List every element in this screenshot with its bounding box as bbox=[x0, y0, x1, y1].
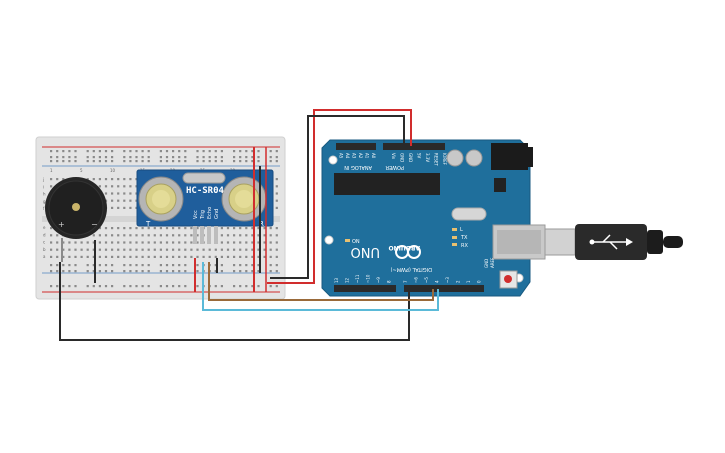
sensor-model-label: HC-SR04 bbox=[186, 186, 225, 196]
arduino-uno-board[interactable]: TX RX L ON ARDUINO UNO DIGITAL (PWM~) PO… bbox=[321, 139, 546, 297]
power-pin-label: IOREF bbox=[442, 153, 447, 166]
digital-pin-label: ~6 bbox=[414, 277, 419, 283]
digital-pin-labels: 13 12 ~11 ~10 ~9 8 7 ~6 ~5 4 ~3 2 1 0 bbox=[334, 274, 482, 283]
analog-label: ANALOG IN bbox=[344, 164, 372, 170]
row-letter: e bbox=[43, 225, 46, 230]
power-pin-label: 3.3V bbox=[425, 153, 430, 162]
row-letter: g bbox=[43, 199, 46, 204]
power-pin-label: GND bbox=[400, 153, 405, 162]
on-label: ON bbox=[352, 239, 360, 245]
row-letter: j bbox=[42, 177, 44, 182]
sensor-pin-gnd: Gnd bbox=[214, 209, 220, 219]
analog-pin-label: A4 bbox=[345, 153, 350, 159]
power-pin-label: GND bbox=[408, 153, 413, 162]
column-number: 10 bbox=[110, 168, 116, 173]
sensor-pin-header[interactable] bbox=[193, 226, 218, 244]
power-pin-label: Vin bbox=[391, 153, 396, 160]
usb-icon bbox=[589, 234, 633, 250]
rx-label: RX bbox=[461, 243, 468, 249]
row-letter: h bbox=[43, 192, 46, 197]
column-number: 1 bbox=[50, 168, 53, 173]
analog-pin-label: A1 bbox=[365, 153, 370, 159]
digital-pin-label: ~10 bbox=[366, 274, 371, 283]
digital-pin-label: ~9 bbox=[376, 277, 381, 283]
wire-gnd-top bbox=[270, 115, 405, 279]
dc-power-jack[interactable] bbox=[491, 143, 528, 170]
row-letter: d bbox=[43, 232, 46, 237]
row-letter: f bbox=[43, 206, 45, 211]
wire-echo bbox=[202, 262, 439, 311]
row-letter: b bbox=[43, 247, 46, 252]
arduino-model-label: UNO bbox=[351, 244, 380, 259]
digital-pin-label: ~5 bbox=[424, 277, 429, 283]
wire-buzzer-gnd bbox=[59, 262, 410, 341]
piezo-buzzer[interactable]: + − bbox=[45, 177, 107, 283]
power-label: POWER bbox=[385, 164, 404, 170]
digital-pin-label: 2 bbox=[456, 280, 461, 283]
analog-pin-label: A5 bbox=[339, 153, 344, 159]
sensor-pin-trig: Trig bbox=[200, 210, 206, 220]
digital-pin-label: ~11 bbox=[355, 274, 360, 283]
row-letter: i bbox=[43, 184, 44, 189]
crystal-oscillator bbox=[451, 207, 487, 221]
analog-pin-label: A2 bbox=[358, 153, 363, 159]
wire-trig bbox=[208, 262, 434, 301]
tx-label: TX bbox=[460, 235, 468, 241]
digital-label: DIGITAL (PWM~) bbox=[390, 266, 432, 272]
buzzer-plus-label: + bbox=[58, 220, 65, 229]
transmitter-transducer bbox=[138, 176, 184, 222]
digital-pin-label: 0 bbox=[477, 280, 482, 283]
arduino-infinity-logo bbox=[395, 245, 421, 259]
digital-pin-label: ~3 bbox=[445, 277, 450, 283]
power-pin-label: 5V bbox=[417, 153, 422, 159]
digital-pin-label: 1 bbox=[466, 280, 471, 283]
microcontroller-chip bbox=[334, 173, 440, 195]
sensor-t-label: T bbox=[145, 220, 151, 228]
digital-pin-label: 12 bbox=[345, 277, 350, 283]
buzzer-minus-label: − bbox=[91, 220, 98, 229]
wires bbox=[59, 109, 439, 341]
aref-label: AREF bbox=[490, 257, 495, 268]
usb-cable[interactable] bbox=[544, 224, 683, 260]
digital-pin-label: 8 bbox=[387, 280, 392, 283]
column-number: 5 bbox=[80, 168, 83, 173]
l-label: L bbox=[460, 227, 463, 233]
digital-pin-label: 13 bbox=[334, 277, 339, 283]
analog-pin-label: A0 bbox=[371, 153, 376, 159]
sensor-pin-vcc: Vcc bbox=[193, 210, 199, 219]
sensor-r-label: R bbox=[259, 220, 264, 228]
digital-pin-label: 4 bbox=[435, 280, 440, 283]
digital-pin-label: 7 bbox=[403, 280, 408, 283]
power-pin-label: RESET bbox=[434, 153, 439, 166]
row-letter: a bbox=[43, 254, 46, 259]
wire-5v bbox=[267, 109, 412, 284]
sensor-pin-echo: Echo bbox=[207, 207, 213, 219]
analog-pin-label: A3 bbox=[352, 153, 357, 159]
row-letter: c bbox=[43, 240, 45, 245]
gnd-label: GND bbox=[484, 259, 489, 268]
